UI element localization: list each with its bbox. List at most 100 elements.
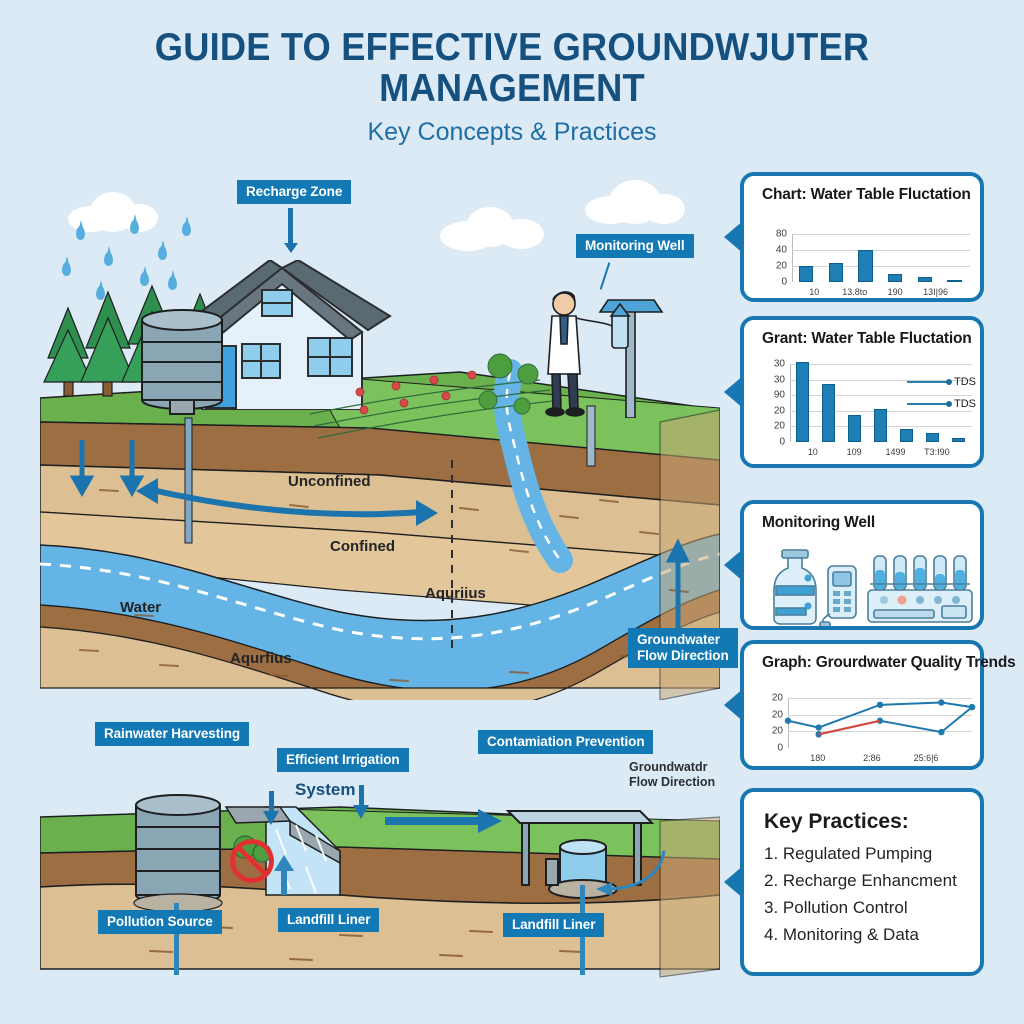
chart-gridline bbox=[790, 395, 972, 397]
chart-bar bbox=[888, 274, 903, 282]
label-bottom-flow-direction: Groundwatdr Flow Direction bbox=[629, 760, 715, 790]
chart-data-point bbox=[876, 717, 884, 724]
bottom-flow-line2: Flow Direction bbox=[629, 775, 716, 789]
chart-y-tick-label: 90 bbox=[773, 389, 785, 401]
chart-x-tick-label: 1499 bbox=[885, 447, 906, 457]
field-meter-icon bbox=[819, 565, 857, 626]
chart-x-tick-label: T3:I90 bbox=[924, 447, 950, 457]
panel-callout-notch bbox=[724, 548, 744, 582]
chart-bar bbox=[848, 415, 861, 442]
raindrop-icon bbox=[96, 280, 105, 300]
label-recharge-zone: Recharge Zone bbox=[237, 180, 352, 204]
water-tank-icon bbox=[141, 309, 223, 415]
scientist-sampling-icon bbox=[545, 291, 664, 418]
chart-x-tick-label: 13.8to bbox=[842, 287, 868, 297]
page-subtitle: Key Concepts & Practices bbox=[367, 117, 657, 146]
gwflow-line2: Flow Direction bbox=[637, 648, 729, 664]
chart-y-tick-label: 20 bbox=[773, 420, 785, 432]
label-pollution-source: Pollution Source bbox=[98, 910, 222, 934]
raindrop-icon bbox=[140, 266, 149, 286]
chart-bar bbox=[952, 437, 965, 442]
label-contamination-prevention: Contamiation Prevention bbox=[478, 730, 654, 754]
chart-y-tick-label: 20 bbox=[775, 260, 787, 272]
raindrop-icon bbox=[130, 214, 139, 234]
chart-data-point bbox=[815, 724, 822, 731]
header: GUIDE TO EFFECTIVE GROUNDWJUTER MANAGEME… bbox=[0, 26, 1024, 147]
chart-y-tick-label: 20 bbox=[771, 709, 783, 721]
chart-y-tick-label: 20 bbox=[773, 405, 785, 417]
label-aquifer-right: Aquriius bbox=[425, 585, 486, 602]
chart-y-tick-label: 30 bbox=[773, 374, 785, 386]
test-tube-rack-icon bbox=[867, 555, 973, 623]
chart-data-point bbox=[938, 728, 945, 736]
legend-line-marker bbox=[907, 402, 949, 406]
key-practice-item: 3. Pollution Control bbox=[764, 898, 908, 917]
panel-callout-notch bbox=[724, 220, 744, 254]
chart-bar bbox=[900, 428, 913, 442]
panel-title: Graph: Grourdwater Quality Trends bbox=[762, 654, 1016, 671]
label-unconfined: Unconfined bbox=[288, 473, 371, 490]
label-water: Water bbox=[120, 599, 162, 616]
raindrop-icon bbox=[76, 220, 85, 240]
label-confined: Confined bbox=[330, 538, 395, 555]
chart-legend-item: TDS bbox=[907, 398, 976, 410]
chart-bar bbox=[828, 262, 844, 282]
key-practice-item: 2. Recharge Enhancment bbox=[764, 871, 957, 890]
chart-bar bbox=[917, 277, 933, 282]
chart-legend-item: TDS bbox=[907, 376, 976, 388]
garden-drip-irrigation-icon bbox=[309, 353, 563, 439]
panel-title: Chart: Water Table Fluctation bbox=[762, 186, 971, 203]
raindrop-icon bbox=[158, 240, 167, 260]
chart-y-tick-label: 0 bbox=[777, 742, 783, 754]
management-practices-diagram bbox=[40, 755, 720, 985]
panel-callout-notch bbox=[724, 688, 744, 722]
chart-gridline bbox=[788, 731, 972, 733]
chart-y-axis bbox=[792, 234, 793, 282]
chart-y-axis bbox=[790, 364, 791, 442]
bottom-flow-line1: Groundwatdr bbox=[629, 760, 708, 774]
raindrop-icon bbox=[62, 256, 71, 276]
chart-x-tick-label: 180 bbox=[810, 753, 826, 763]
chart-x-tick-label: 10 bbox=[807, 447, 818, 457]
chart-data-point bbox=[815, 731, 822, 738]
chart-gridline bbox=[792, 250, 970, 251]
panel-monitoring-well[interactable]: Monitoring Well bbox=[724, 500, 984, 630]
chart-gridline bbox=[788, 698, 972, 699]
chart-bar bbox=[874, 408, 887, 442]
chart-x-tick-label: 10 bbox=[809, 287, 820, 297]
label-landfill-liner-right: Landfill Liner bbox=[503, 913, 605, 937]
chart-bar bbox=[796, 361, 809, 442]
chart-gridline bbox=[790, 379, 972, 381]
chart-gridline bbox=[790, 364, 972, 365]
label-monitoring-well: Monitoring Well bbox=[576, 234, 694, 258]
panel-callout-notch bbox=[724, 375, 744, 409]
label-efficient-irrigation: Efficient Irrigation bbox=[277, 748, 409, 772]
chart-data-point bbox=[784, 717, 792, 724]
chart-gridline bbox=[792, 234, 970, 235]
panel-key-practices[interactable]: Key Practices: 1. Regulated Pumping 2. R… bbox=[724, 788, 984, 976]
chart-data-point bbox=[876, 701, 884, 709]
chart-x-tick-label: 13I|96 bbox=[923, 287, 949, 297]
raindrop-icon bbox=[182, 216, 191, 236]
chart-x-tick-label: 25:6|6 bbox=[913, 753, 939, 763]
legend-label: TDS bbox=[954, 398, 976, 410]
panel-title: Grant: Water Table Fluctation bbox=[762, 330, 972, 347]
chart-gridline bbox=[788, 714, 972, 716]
chart-x-tick-label: 2:86 bbox=[863, 753, 881, 763]
chart-data-point bbox=[938, 699, 945, 706]
label-efficient-irrigation-system: System bbox=[295, 780, 356, 799]
panel-title: Monitoring Well bbox=[762, 514, 875, 531]
page-title: GUIDE TO EFFECTIVE GROUNDWJUTER MANAGEME… bbox=[154, 26, 870, 110]
aquifer-block-diagram bbox=[40, 160, 720, 700]
chart-x-tick-label: 109 bbox=[846, 447, 862, 457]
chart-bar bbox=[858, 250, 873, 282]
chart-y-tick-label: 80 bbox=[775, 228, 787, 240]
chart-line-layer bbox=[784, 699, 976, 738]
